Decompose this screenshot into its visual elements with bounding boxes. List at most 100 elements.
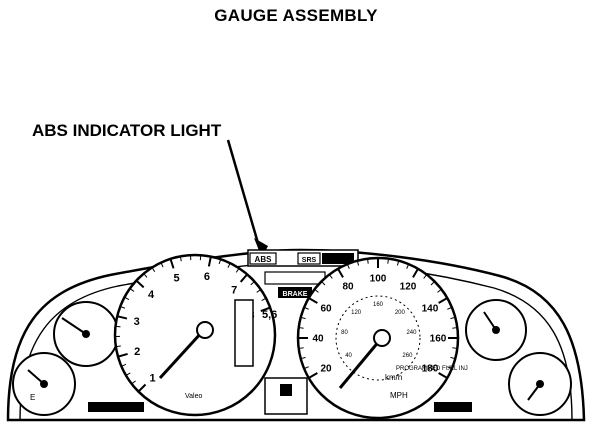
speed-kmh-label: 80: [341, 330, 348, 336]
speed-mph-tick: [412, 269, 419, 278]
tach-tick: [169, 259, 175, 269]
speed-mph-tick: [367, 259, 369, 264]
speed-mph-tick: [450, 317, 455, 320]
abs-indicator-light: [249, 252, 277, 265]
speed-hub: [373, 329, 391, 347]
tach-tick: [118, 352, 128, 358]
tach-tick: [144, 274, 148, 278]
speed-mph-tick: [450, 356, 455, 359]
speed-mph-tick: [406, 264, 409, 269]
tach-tick: [180, 257, 182, 262]
speed-mph-tick: [357, 261, 360, 266]
speed-mph-label: 140: [422, 304, 439, 315]
speed-mph-tick: [447, 307, 452, 310]
coolant-gauge: [53, 301, 119, 367]
speed-kmh-label: 200: [395, 310, 406, 316]
speed-needle: [338, 339, 382, 389]
speed-mph-tick: [452, 327, 457, 329]
speed-mph-tick: [430, 281, 435, 286]
odometer-display: [234, 299, 254, 367]
speed-labels-mph: 20 40 60 80 100 120 140 160 180: [312, 274, 446, 375]
tach-tick: [218, 260, 221, 265]
speed-mph-tick: [437, 289, 441, 293]
speed-mph-tick: [447, 366, 452, 369]
tach-tick: [235, 268, 239, 273]
speed-mph-tick: [299, 327, 304, 329]
tach-tick: [122, 363, 127, 367]
pgm-fi-label: PROGRAMMED FUEL INJ: [396, 366, 468, 372]
speed-mph-tick: [301, 317, 306, 320]
speed-mph-tick: [304, 366, 309, 369]
abs-indicator-text: ABS: [255, 255, 273, 264]
speed-mph-label: 60: [320, 304, 332, 315]
tach-tick: [250, 281, 255, 286]
brake-indicator-light: [278, 287, 312, 298]
srs-indicator-text: SRS: [302, 257, 317, 264]
srs-indicator-light: [297, 252, 321, 265]
speed-kmh-label: 160: [373, 302, 384, 308]
fuel-gauge: E: [12, 352, 76, 416]
tach-tick: [260, 307, 270, 312]
tach-tick: [136, 280, 145, 289]
tach-tick: [261, 298, 266, 302]
speed-ticks: [299, 259, 457, 379]
tach-tick: [207, 257, 212, 267]
turn-signal-panel: [264, 271, 326, 285]
brake-indicator-text: BRAKE: [283, 291, 308, 298]
tach-label: 5: [174, 273, 180, 285]
speed-mph-label: 120: [400, 282, 417, 293]
indicator-strip: ABS SRS BRAKE: [247, 249, 359, 298]
mph-unit-label: MPH: [390, 391, 408, 400]
bottom-right-lamp: [434, 402, 472, 412]
speed-mph-tick: [309, 297, 318, 304]
tach-tick: [160, 263, 164, 268]
center-lamp-icon: [280, 384, 292, 396]
speed-mph-tick: [438, 297, 447, 304]
speed-mph-tick: [396, 261, 399, 266]
tach-label: 6: [204, 271, 210, 283]
speed-kmh-label: 40: [345, 353, 352, 359]
speed-mph-label: 160: [430, 334, 447, 345]
speed-mph-tick: [309, 372, 318, 379]
page-title: GAUGE ASSEMBLY: [214, 6, 378, 25]
speed-mph-label: 80: [342, 282, 354, 293]
tach-label: 3: [134, 316, 140, 328]
tach-tick: [227, 263, 231, 268]
tach-tick: [132, 380, 136, 384]
speed-mph-label: 180: [422, 364, 439, 375]
tach-tick: [117, 315, 128, 320]
tach-tick: [126, 372, 131, 376]
tach-ticks: [116, 256, 270, 392]
speed-mph-tick: [329, 275, 333, 279]
warning-light-block: [322, 253, 354, 264]
speed-mph-tick: [299, 347, 304, 349]
tach-label: 7: [231, 284, 237, 296]
tach-warning-label: 5,6: [262, 309, 277, 321]
speed-mph-tick: [301, 356, 306, 359]
speedometer: 20 40 60 80 100 120 140 160 180 40 80 120 160 200 240…: [296, 256, 468, 420]
speed-mph-label: 20: [320, 364, 332, 375]
tach-label: 1: [150, 372, 156, 384]
callout-label: ABS INDICATOR LIGHT: [32, 121, 222, 140]
oil-gauge: [465, 299, 527, 361]
tachometer: 12345678 Valeo 5,6: [113, 253, 277, 417]
speed-kmh-label: 260: [402, 353, 413, 359]
speed-mph-tick: [387, 259, 389, 264]
tach-tick: [256, 289, 261, 293]
callout-arrow: [226, 139, 268, 258]
fuel-empty-label: E: [30, 393, 35, 402]
kmh-unit-label: km/h: [385, 373, 402, 382]
speed-kmh-label: 240: [406, 330, 417, 336]
speed-mph-label: 100: [370, 274, 387, 285]
tach-hub: [196, 321, 214, 339]
speed-mph-tick: [347, 264, 350, 269]
tach-needle: [158, 330, 204, 380]
tach-label: 2: [134, 346, 140, 358]
tach-label: 4: [148, 289, 155, 301]
tach-tick: [130, 288, 135, 292]
speed-mph-tick: [337, 269, 344, 278]
speed-mph-label: 40: [312, 334, 324, 345]
speed-mph-tick: [452, 347, 457, 349]
speed-mph-tick: [423, 275, 427, 279]
